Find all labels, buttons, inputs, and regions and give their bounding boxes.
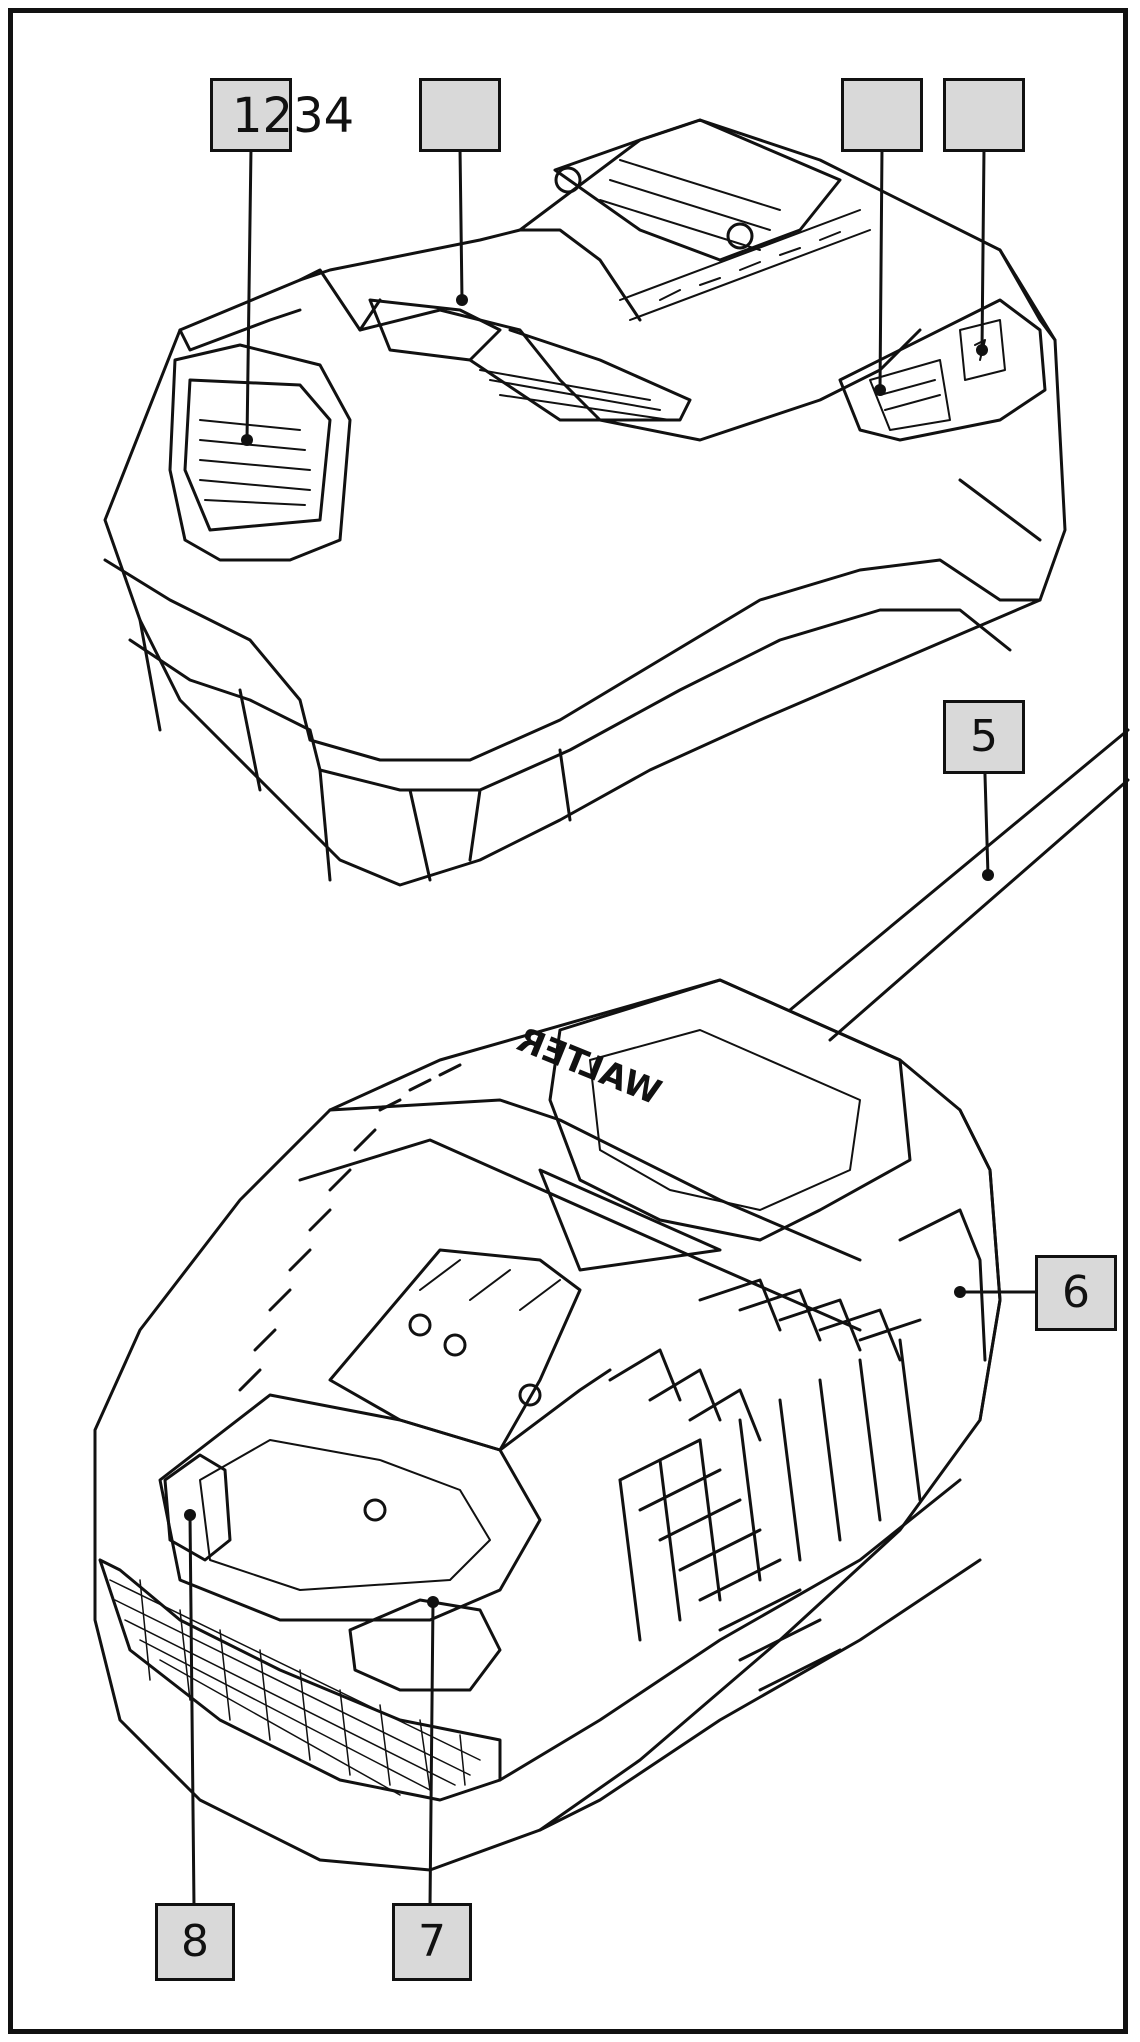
charger-logo: WALTER (512, 1020, 667, 1114)
callout-7-label: 7 (418, 1916, 446, 1967)
charger (93, 978, 1002, 1872)
callout-number-overlay: 1234 (232, 88, 355, 144)
callout-1 (210, 78, 292, 152)
power-cord (788, 728, 1130, 1042)
leader-lines (188, 146, 1040, 1909)
callout-5-label: 5 (970, 711, 998, 762)
callout-7: 7 (392, 1903, 472, 1981)
callout-8-label: 8 (181, 1916, 209, 1967)
callout-5: 5 (943, 700, 1025, 774)
leader-dots (184, 294, 994, 1608)
callout-6: 6 (1035, 1255, 1117, 1331)
callout-2 (419, 78, 501, 152)
callout-4 (943, 78, 1025, 152)
callout-3 (841, 78, 923, 152)
callout-6-label: 6 (1062, 1267, 1090, 1318)
callout-8: 8 (155, 1903, 235, 1981)
battery-pack (103, 118, 1067, 887)
diagram-frame (8, 8, 1128, 2034)
